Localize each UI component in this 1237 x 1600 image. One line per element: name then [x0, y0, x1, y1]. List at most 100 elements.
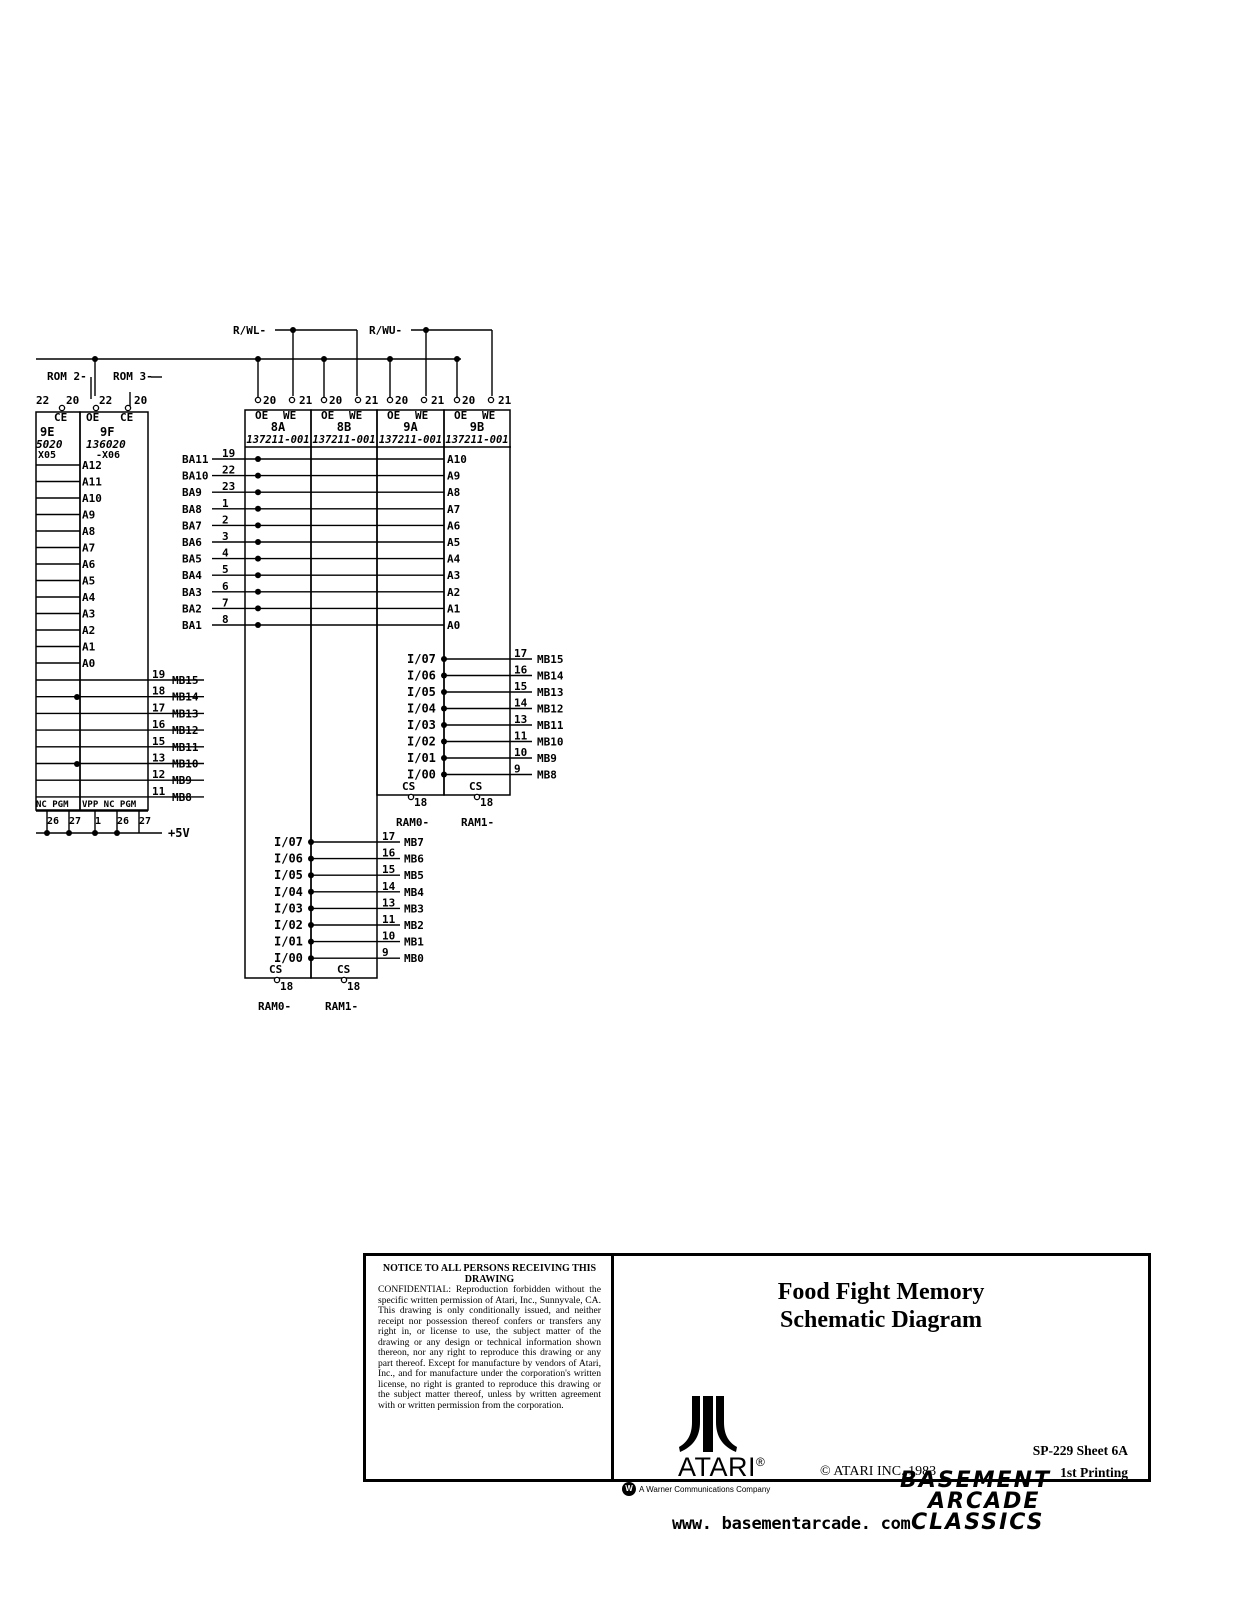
ram-chip-8b: [310, 409, 378, 979]
rom-address-pin: A1: [82, 641, 96, 654]
rom-address-pin: A12: [82, 459, 102, 472]
cs-pin-8b: 18: [347, 980, 360, 993]
ram-we-pin: 21: [498, 394, 512, 407]
footer-url: www. basementarcade. com: [672, 1514, 911, 1534]
ram0-select-lower: RAM0-: [258, 1000, 291, 1013]
address-junction: [255, 456, 261, 462]
rom-pin-20b: 20: [134, 394, 147, 407]
rom-9e-suffix: X05: [38, 450, 56, 461]
ram-we-bubble: [487, 396, 495, 404]
lower-io-pin: 11: [382, 913, 396, 926]
confidential-notice: NOTICE TO ALL PERSONS RECEIVING THIS DRA…: [366, 1256, 614, 1479]
drawing-title-line-1: Food Fight Memory: [777, 1279, 985, 1305]
rom-output-pin: 18: [152, 685, 165, 698]
ram-oe-bubble: [254, 396, 262, 404]
address-net: BA5: [182, 553, 202, 566]
rom-output-net: MB8: [172, 791, 192, 804]
upper-data-junction: [441, 771, 447, 778]
ram1-select-lower: RAM1-: [325, 1000, 358, 1013]
inversion-bubble: [473, 793, 481, 801]
ram-oe-junction: [255, 356, 261, 362]
address-pin: 6: [222, 580, 229, 593]
rom-ce-label-2: CE: [120, 411, 133, 424]
rom-address-pin: A6: [82, 558, 96, 571]
cs-label-9b: CS: [469, 780, 482, 793]
lower-io-label: I/02: [274, 918, 303, 932]
lower-io-label: I/05: [274, 868, 303, 882]
ram1-select-upper: RAM1-: [461, 816, 494, 829]
rom-9e-name: 9E: [40, 425, 54, 439]
lower-data-junction: [308, 839, 314, 845]
ram-address-pin: A1: [447, 602, 461, 615]
address-net: BA1: [182, 619, 202, 632]
rom-output-pin: 17: [152, 701, 165, 714]
rom-address-pin: A10: [82, 492, 102, 505]
address-junction: [255, 572, 261, 579]
lower-io-label: I/03: [274, 901, 303, 915]
ram-address-pin: A2: [447, 586, 460, 599]
inversion-bubble: [124, 404, 132, 412]
rom-output-net: MB12: [172, 724, 199, 737]
rom-output-net: MB14: [172, 691, 199, 704]
upper-io-net: MB8: [537, 769, 557, 782]
ram-oe-pin: 20: [329, 394, 342, 407]
ram-oe-junction: [321, 356, 327, 362]
upper-io-net: MB9: [537, 752, 557, 765]
address-pin: 3: [222, 530, 229, 543]
ram-address-pin: A6: [447, 519, 461, 532]
address-junction: [255, 505, 261, 512]
address-net: BA8: [182, 503, 202, 516]
lower-io-net: MB0: [404, 952, 424, 965]
ram-we-pin: 21: [431, 394, 445, 407]
rom-9f-chip: [79, 411, 149, 811]
lower-io-net: MB4: [404, 886, 424, 899]
cs-label-9a: CS: [402, 780, 415, 793]
ram-we-label: WE: [349, 409, 362, 422]
upper-io-label: I/01: [407, 751, 436, 765]
warner-text: A Warner Communications Company: [639, 1484, 771, 1494]
upper-io-net: MB10: [537, 736, 564, 749]
rom-address-pin: A3: [82, 608, 95, 621]
ram-chip-name: 8B: [337, 420, 351, 434]
supply-junction: [66, 830, 72, 836]
rom-junction: [74, 761, 80, 767]
upper-io-pin: 17: [514, 647, 527, 660]
rom-pin-20: 20: [66, 394, 79, 407]
upper-io-label: I/02: [407, 735, 436, 749]
inversion-bubble: [273, 976, 281, 984]
registered-mark: ®: [756, 1455, 766, 1469]
cs-pin-8a: 18: [280, 980, 293, 993]
address-pin: 1: [222, 497, 229, 510]
ram-we-label: WE: [415, 409, 428, 422]
rwl-label: R/WL-: [233, 324, 266, 337]
address-pin: 19: [222, 447, 235, 460]
lower-io-net: MB1: [404, 936, 424, 949]
inversion-bubble: [58, 404, 66, 412]
address-junction: [255, 588, 261, 595]
lower-io-label: I/00: [274, 951, 303, 965]
rom-address-pin: A4: [82, 591, 96, 604]
upper-io-pin: 13: [514, 713, 527, 726]
rom-bottom-label-left: NC PGM: [36, 800, 69, 810]
upper-io-pin: 10: [514, 746, 527, 759]
atari-brand-name: ATARI: [678, 1452, 757, 1482]
rom-9e-part: 5020: [36, 438, 63, 451]
rom-output-net: MB11: [172, 741, 199, 754]
rom-output-pin: 16: [152, 718, 166, 731]
rom-output-net: MB10: [172, 758, 199, 771]
upper-io-label: I/06: [407, 669, 436, 683]
address-net: BA7: [182, 519, 202, 532]
rom-9f-suffix: -X06: [96, 450, 120, 461]
title-block: NOTICE TO ALL PERSONS RECEIVING THIS DRA…: [363, 1253, 1151, 1496]
ram-address-pin: A5: [447, 536, 460, 549]
upper-io-net: MB13: [537, 686, 564, 699]
address-pin: 2: [222, 513, 229, 526]
rom-address-pin: A2: [82, 624, 95, 637]
ram-we-pin: 21: [299, 394, 313, 407]
upper-io-label: I/04: [407, 702, 436, 716]
upper-io-net: MB14: [537, 670, 564, 683]
supply-junction: [114, 830, 120, 836]
ram-oe-label: OE: [454, 409, 467, 422]
ram-chip-part: 137211-001: [312, 434, 375, 446]
